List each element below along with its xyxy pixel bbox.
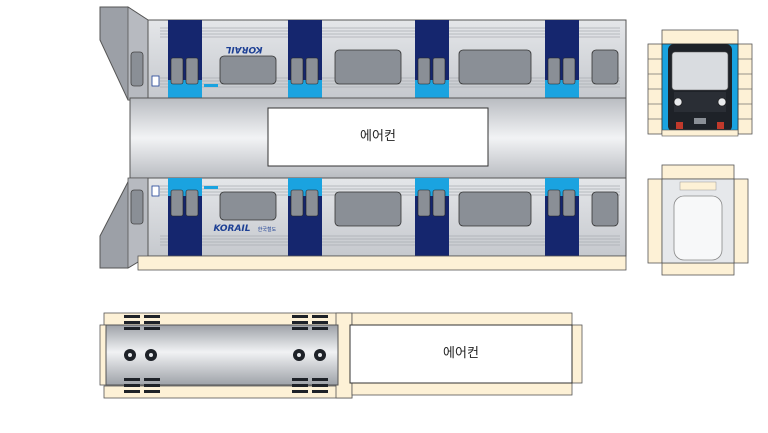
rear-face — [647, 164, 749, 276]
cab-window-top — [130, 51, 144, 87]
roof-ac-box — [267, 107, 489, 167]
window-row-top — [219, 49, 619, 85]
underside-panel — [99, 312, 583, 399]
cab-window-bottom — [130, 189, 144, 225]
vent-group-left — [124, 315, 160, 393]
rear-door — [673, 195, 723, 261]
headlight-left-icon — [673, 97, 683, 107]
window-row-bottom — [219, 191, 619, 227]
logo-text-top: KORAIL — [225, 44, 262, 54]
underside-ac-label: 에어컨 — [443, 346, 479, 361]
korail-logo-top: KORAIL — [225, 44, 262, 54]
roof-ac-label: 에어컨 — [360, 129, 396, 144]
roof-panel — [129, 97, 627, 179]
logo-subtext-bottom: 한국철도 — [258, 226, 277, 233]
door-group-bottom — [168, 178, 579, 256]
underside-ac-box — [349, 324, 573, 384]
headlight-right-icon — [717, 97, 727, 107]
door-group-top — [168, 20, 579, 98]
front-windshield — [671, 51, 729, 91]
logo-text-bottom: KORAIL — [213, 224, 250, 234]
side-panel-bottom: KORAIL 한국철도 — [99, 177, 627, 271]
front-face — [647, 29, 753, 137]
vent-group-right — [292, 315, 328, 393]
side-panel-top: KORAIL — [99, 6, 627, 101]
glue-tab-bottom — [137, 255, 627, 271]
